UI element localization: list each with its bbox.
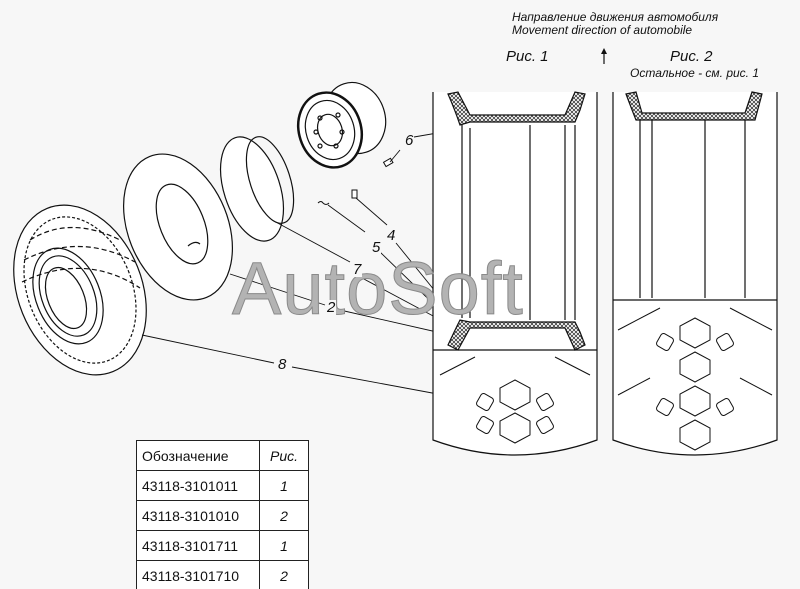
valve-clip-part (317, 201, 330, 205)
table-row: 43118-3101710 2 (136, 560, 309, 589)
callout-8: 8 (277, 356, 288, 373)
designation-cell: 43118-3101711 (136, 530, 260, 561)
figure-2-label: Рис. 2 (670, 48, 713, 65)
figure-2-note: Остальное - см. рис. 1 (630, 66, 760, 80)
header-designation: Обозначение (136, 440, 260, 471)
direction-label-ru: Направление движения автомобиля (512, 10, 719, 24)
wheel-rim-part (297, 81, 387, 169)
valve-cap-part (351, 189, 358, 199)
section-fig2 (612, 91, 778, 456)
designation-cell: 43118-3101010 (136, 500, 260, 531)
figure-cell: 2 (259, 500, 309, 531)
callout-4: 4 (386, 227, 397, 244)
designation-table: Обозначение Рис. 43118-3101011 1 43118-3… (136, 440, 309, 589)
figure-cell: 1 (259, 530, 309, 561)
header-figure: Рис. (259, 440, 309, 471)
figure-cell: 2 (259, 560, 309, 589)
callout-5: 5 (371, 239, 382, 256)
tire-part (13, 204, 147, 376)
direction-label-en: Movement direction of automobile (512, 23, 693, 37)
designation-cell: 43118-3101011 (136, 470, 260, 501)
figure-cell: 1 (259, 470, 309, 501)
rim-band-part (219, 136, 295, 242)
table-row: 43118-3101010 2 (136, 500, 309, 531)
table-row: 43118-3101711 1 (136, 530, 309, 561)
table-header-row: Обозначение Рис. (136, 440, 309, 471)
table-row: 43118-3101011 1 (136, 470, 309, 501)
figure-1-label: Рис. 1 (506, 48, 549, 65)
section-fig1 (432, 91, 598, 456)
small-parts (317, 157, 394, 205)
up-arrow-icon (601, 48, 607, 64)
inner-tube-part (122, 153, 234, 301)
designation-cell: 43118-3101710 (136, 560, 260, 589)
callout-7: 7 (352, 261, 363, 278)
callout-6: 6 (404, 132, 415, 149)
callout-2: 2 (326, 299, 337, 316)
